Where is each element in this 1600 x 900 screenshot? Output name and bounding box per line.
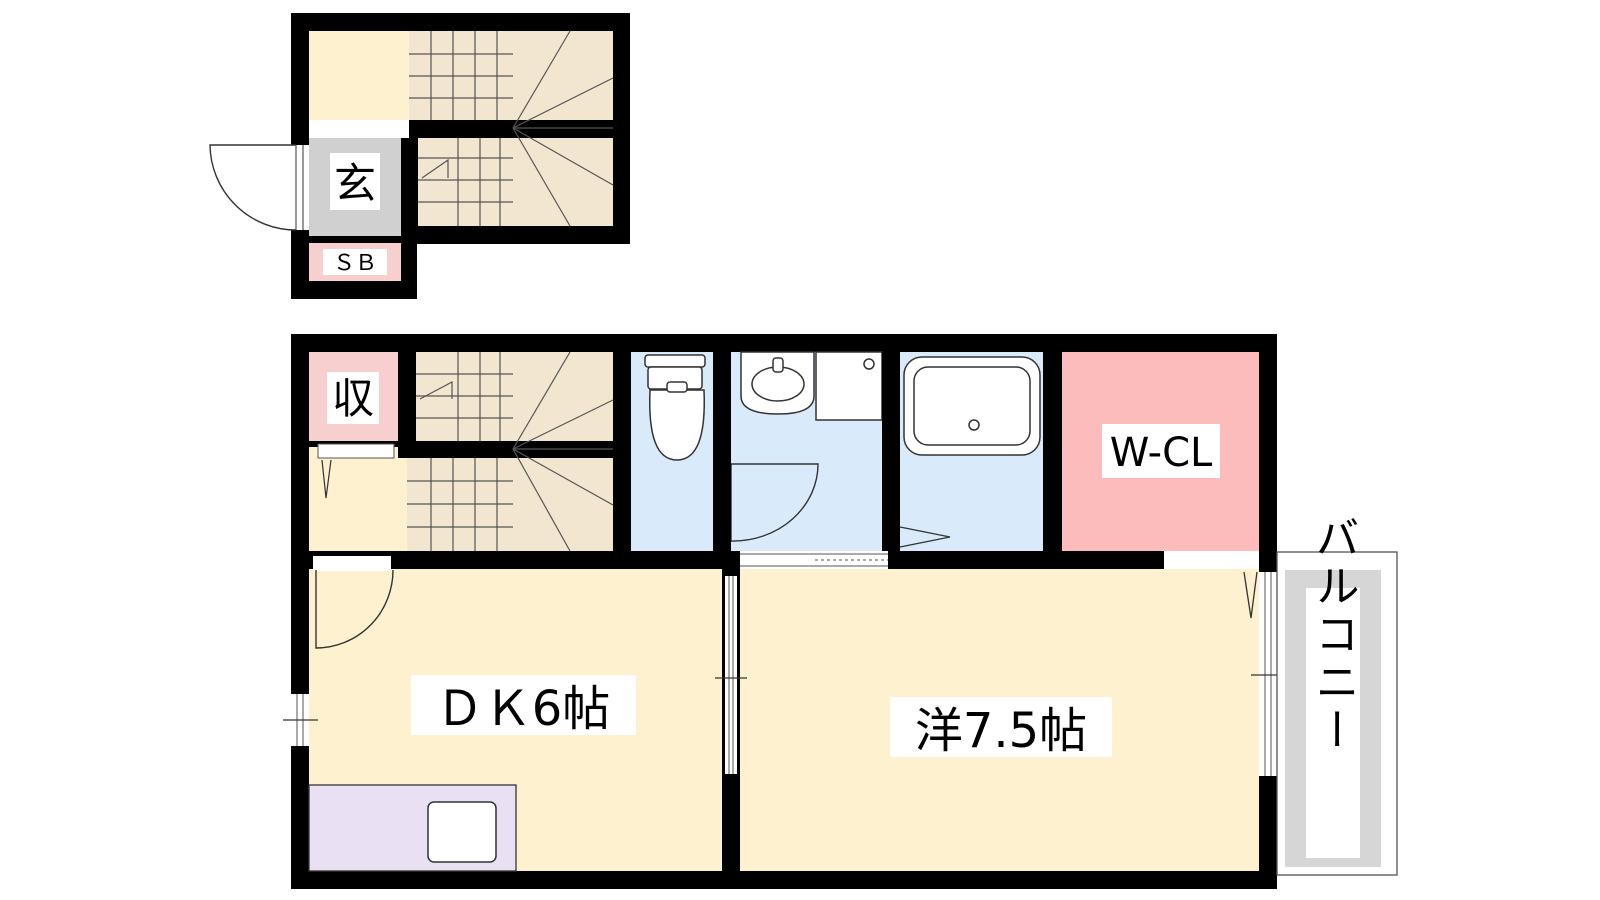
bathtub-icon bbox=[903, 356, 1041, 456]
dining-kitchen: ＤＫ6帖 bbox=[308, 556, 722, 872]
bath-door bbox=[899, 526, 951, 548]
sink-icon bbox=[427, 801, 497, 863]
entrance-door bbox=[209, 144, 309, 231]
western-room-label: 洋7.5帖 bbox=[915, 703, 1087, 759]
storage-label: 収 bbox=[332, 374, 374, 423]
dk-window bbox=[283, 694, 318, 746]
shoe-box-label: ＳＢ bbox=[333, 251, 377, 276]
upper-hall-floor bbox=[309, 31, 409, 120]
toilet-icon bbox=[644, 354, 706, 461]
balcony: バルコニー bbox=[1276, 515, 1398, 876]
closet-door bbox=[1243, 571, 1258, 619]
walk-in-closet: W-CL bbox=[1062, 352, 1259, 551]
walk-in-closet-label: W-CL bbox=[1110, 430, 1213, 476]
balcony-window bbox=[1251, 572, 1286, 776]
upper-section: 玄 ＳＢ bbox=[209, 13, 630, 299]
main-stairs bbox=[398, 351, 614, 552]
main-hall-floor bbox=[309, 447, 407, 551]
washroom-door bbox=[730, 463, 819, 542]
dk-western-sliding-door bbox=[715, 576, 747, 774]
toilet-room bbox=[631, 352, 713, 551]
upper-stairs bbox=[409, 30, 614, 227]
svg-text:バルコニー: バルコニー bbox=[1308, 515, 1359, 755]
washroom bbox=[730, 351, 883, 551]
dk-door bbox=[313, 556, 394, 649]
western-room: 洋7.5帖 bbox=[740, 551, 1259, 871]
washbasin-icon bbox=[740, 351, 815, 415]
bathroom bbox=[899, 352, 1043, 551]
entrance-label: 玄 bbox=[334, 159, 376, 208]
washing-machine-icon bbox=[815, 351, 883, 421]
main-section: 収 bbox=[283, 334, 1286, 889]
balcony-label: バルコニー bbox=[1308, 515, 1359, 755]
dining-kitchen-label: ＤＫ6帖 bbox=[436, 681, 611, 737]
